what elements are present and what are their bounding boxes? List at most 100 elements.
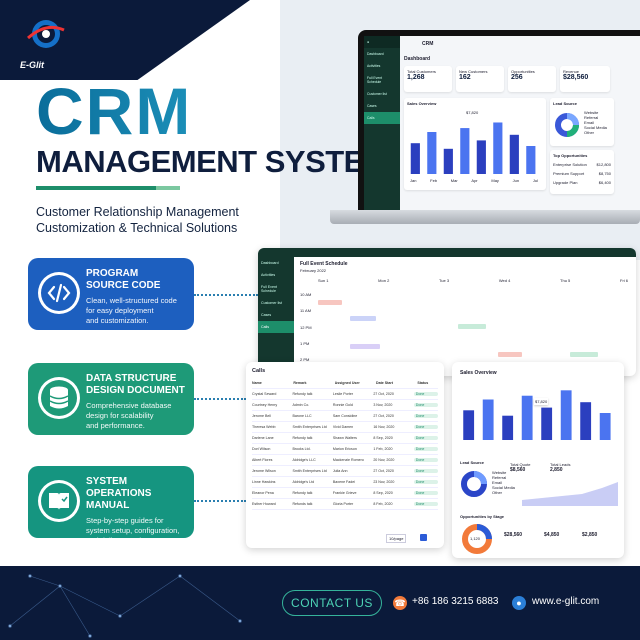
sales-tooltip: $7,820 (534, 398, 549, 405)
bar (460, 128, 470, 174)
sidebar-item[interactable]: Customer list (367, 92, 387, 96)
event-block[interactable] (498, 352, 522, 357)
brand-logo-icon (27, 20, 65, 48)
bar (482, 399, 494, 440)
sidebar-item[interactable]: Full Event Schedule (367, 76, 383, 84)
bar (502, 415, 514, 440)
schedule-title: Full Event Schedule (300, 261, 348, 267)
sales-overview-title: Sales Overview (460, 370, 497, 376)
leads-area-chart (522, 482, 618, 506)
bar (443, 148, 453, 174)
schedule-window: Dashboard Activities Full Event Schedule… (258, 248, 636, 376)
page-size-select[interactable]: 10/page (386, 534, 407, 543)
laptop-screen: ● Dashboard Activities Full Event Schedu… (358, 30, 640, 210)
contact-us-button[interactable]: CONTACT US (282, 590, 382, 616)
manual-icon (38, 480, 80, 522)
schedule-topbar (258, 248, 636, 257)
event-block[interactable] (350, 344, 380, 349)
event-block[interactable] (570, 352, 598, 357)
schedule-sidebar: Dashboard Activities Full Event Schedule… (258, 257, 294, 376)
sidebar-item[interactable]: Cases (367, 104, 377, 108)
sidebar-item-active[interactable]: Calls (258, 321, 294, 333)
calls-title: Calls (252, 368, 266, 374)
sidebar-item[interactable]: Customer list (261, 301, 282, 305)
dashboard-heading: Dashboard (404, 56, 431, 62)
phone-icon: ☎ (393, 596, 407, 610)
database-icon (38, 377, 80, 419)
laptop-sales-chart (410, 122, 536, 174)
event-block[interactable] (318, 300, 342, 305)
event-block[interactable] (458, 324, 486, 329)
lead-donut (555, 113, 579, 137)
pager-current[interactable] (420, 534, 427, 541)
tagline-line-1: Customer Relationship Management (36, 205, 239, 219)
app-title: CRM (422, 41, 434, 47)
bar (463, 410, 475, 440)
website-link[interactable]: www.e-glit.com (532, 596, 600, 607)
stage-value: $2,850 (582, 532, 598, 538)
sales-window: Sales Overview $7,820 Lead Source Websit… (452, 362, 624, 558)
bar (493, 122, 503, 174)
bar (410, 143, 420, 174)
tagline: Customer Relationship Management Customi… (36, 204, 276, 236)
kpi-card: Revenue$28,560 (560, 66, 610, 92)
stage-title: Opportunities by Stage (460, 514, 505, 519)
page-subtitle: MANAGEMENT SYSTEM (36, 144, 390, 179)
sales-tooltip: $7,820 (466, 110, 479, 115)
connector (194, 294, 258, 296)
stage-donut-value: 1,120 (470, 536, 481, 541)
sidebar-item[interactable]: Dashboard (367, 52, 384, 56)
bar (521, 395, 533, 440)
sidebar-item[interactable]: Full Event Schedule (261, 285, 277, 293)
top-opportunities-panel: Top Opportunities Enterprise Solution$12… (550, 150, 614, 194)
sidebar-item[interactable]: Cases (261, 313, 272, 317)
connector (194, 500, 246, 502)
brand-name: E-Glit (20, 60, 44, 70)
lead-source-title: Lead Source (460, 460, 485, 465)
divider (36, 186, 156, 190)
divider-accent (156, 186, 180, 190)
laptop-app: ● Dashboard Activities Full Event Schedu… (364, 36, 640, 210)
stage-value: $28,560 (504, 532, 523, 538)
code-icon (38, 272, 80, 314)
sidebar-item[interactable]: Dashboard (261, 261, 279, 265)
sales-bar-chart (463, 390, 611, 440)
sidebar-item-active[interactable]: Calls (364, 112, 400, 124)
sidebar-item[interactable]: Activities (367, 64, 381, 68)
network-decoration (8, 574, 242, 638)
phone-number[interactable]: +86 186 3215 6883 (412, 596, 499, 607)
sidebar-item[interactable]: Activities (261, 273, 276, 277)
event-block[interactable] (350, 316, 376, 321)
schedule-month: February 2022 (300, 268, 327, 273)
bar (580, 402, 592, 440)
connector (194, 398, 246, 400)
